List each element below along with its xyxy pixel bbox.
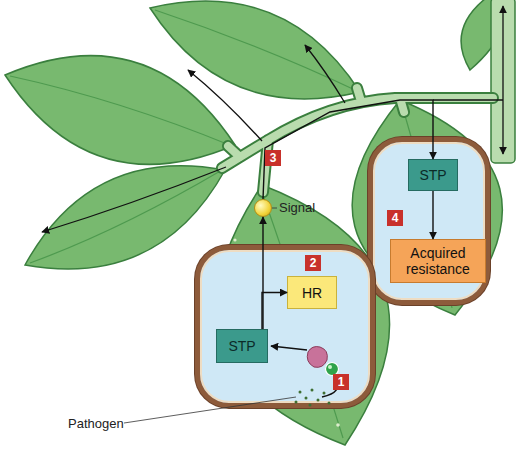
outcome-box: Acquired resistance [390,239,486,283]
callout-number: 2 [305,255,321,271]
pathogen-dot [299,391,302,394]
leaf [150,1,360,99]
box-label: STP [228,338,255,354]
pathogen-dot [295,401,298,404]
recognition-arrow [271,346,307,350]
leaf-vein [30,170,222,263]
signal-path-arrow [42,167,226,232]
lesion-spot [336,423,340,427]
lesion-spot [233,238,236,241]
box-label: HR [302,285,322,301]
pathogen-dot [317,399,320,402]
pathogen-dot [309,404,312,407]
leaf-vein [10,76,232,146]
box-label: Acquired resistance [393,245,483,277]
leaf [25,166,225,269]
signal-path-arrow [305,45,345,103]
pathogen-dot [323,392,326,395]
process-box: STP [408,159,458,191]
box-label: STP [419,167,446,183]
receptor-blob [307,347,327,368]
signal-arrow [432,191,433,239]
signal-label: Signal [279,200,315,215]
process-box: HR [287,276,337,309]
signal-molecule: Signal [254,199,272,217]
leaf [461,0,502,70]
pathogen-dot [311,389,314,392]
signal-path-line [433,99,503,100]
callout-number: 1 [333,374,349,390]
pathogen-highlight [328,365,332,369]
signal-path-arrow [502,100,503,154]
pathogen-dot [328,402,331,405]
leader-line [272,208,277,209]
plant-cell: 4 STP Acquired resistance [368,137,490,305]
signal-arrow [262,217,263,329]
callout-number: 4 [387,210,403,226]
signal-path-arrow [502,6,503,100]
signal-path-arrow [188,70,262,141]
callout-number: 3 [265,150,281,166]
leader-line [124,397,296,423]
process-box: STP [216,329,268,363]
stem [491,0,515,163]
signal-arrow [263,100,433,199]
pathogen-dot [305,397,308,400]
leaf [5,56,235,165]
signal-arrow [262,293,287,330]
leaf-vein [155,10,355,90]
part-label: Pathogen [68,416,124,431]
